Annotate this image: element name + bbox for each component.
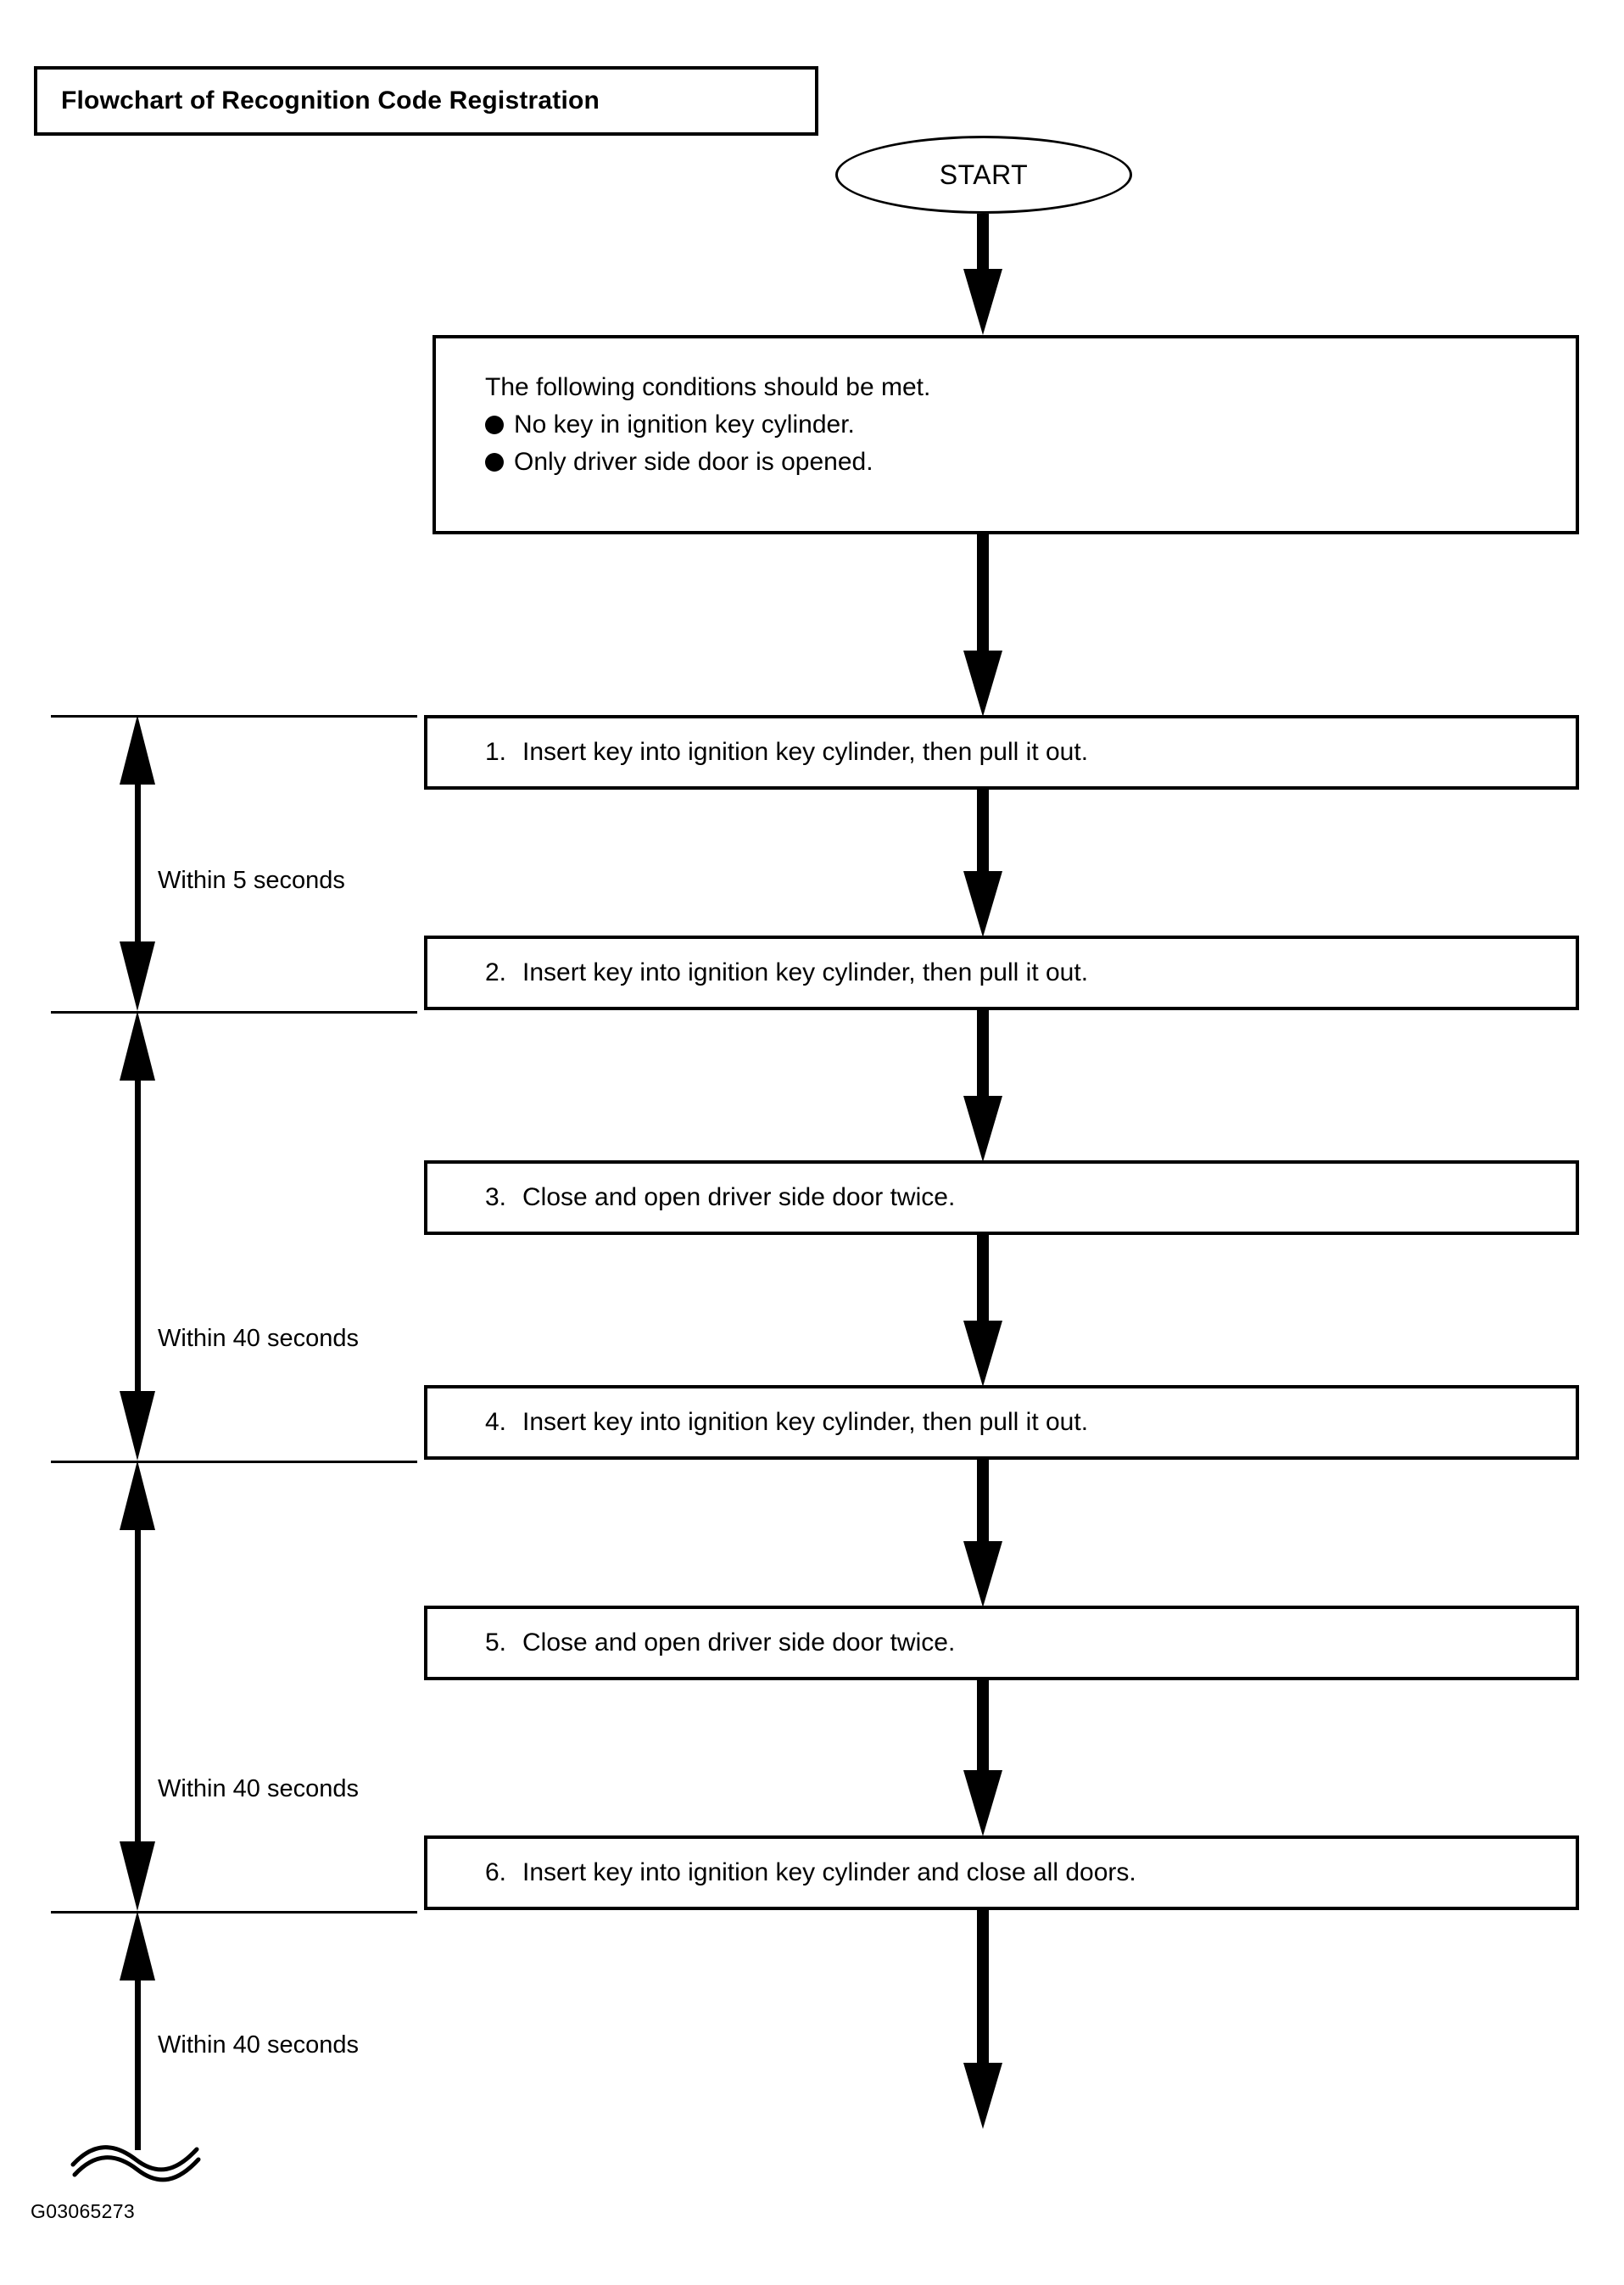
timing-tick-line-step1 xyxy=(51,715,417,718)
arrowhead-down-icon xyxy=(963,269,1002,335)
filled-circle-bullet-icon xyxy=(485,453,504,472)
arrowhead-down-icon xyxy=(120,941,155,1011)
arrowhead-down-icon xyxy=(963,1770,1002,1836)
arrowhead-down-icon xyxy=(963,2063,1002,2129)
arrowhead-up-icon xyxy=(120,1911,155,1981)
connector-shaft xyxy=(977,1910,989,2075)
start-terminator-node: START xyxy=(835,136,1132,214)
step-text-1: Insert key into ignition key cylinder, t… xyxy=(522,738,1089,766)
diagram-title-text: Flowchart of Recognition Code Registrati… xyxy=(61,87,600,115)
connector-shaft xyxy=(977,534,989,662)
timing-span-shaft xyxy=(135,1520,141,1852)
timing-label-1: Within 5 seconds xyxy=(158,867,345,894)
start-terminator-label: START xyxy=(939,159,1029,190)
connector-shaft xyxy=(977,214,989,273)
timing-tick-line-step4 xyxy=(51,1461,417,1463)
step-box-1: 1. Insert key into ignition key cylinder… xyxy=(424,715,1579,790)
preconditions-heading: The following conditions should be met. xyxy=(485,373,931,401)
step-text-4: Insert key into ignition key cylinder, t… xyxy=(522,1408,1089,1436)
step-text-2: Insert key into ignition key cylinder, t… xyxy=(522,958,1089,986)
figure-id-label: G03065273 xyxy=(31,2200,135,2222)
timing-tick-line-step6 xyxy=(51,1911,417,1913)
arrowhead-down-icon xyxy=(963,1541,1002,1607)
timing-span-shaft xyxy=(135,1070,141,1401)
filled-circle-bullet-icon xyxy=(485,416,504,435)
timing-span-shaft xyxy=(135,1970,141,2150)
timing-tick-line-step2 xyxy=(51,1011,417,1014)
step-text-5: Close and open driver side door twice. xyxy=(522,1629,956,1656)
precondition-item-2-label: Only driver side door is opened. xyxy=(514,448,873,477)
arrowhead-down-icon xyxy=(963,651,1002,717)
timing-label-4: Within 40 seconds xyxy=(158,2031,359,2059)
timing-label-3: Within 40 seconds xyxy=(158,1775,359,1802)
step-number-6: 6. xyxy=(485,1858,507,1886)
timing-label-2: Within 40 seconds xyxy=(158,1325,359,1352)
step-box-2: 2. Insert key into ignition key cylinder… xyxy=(424,936,1579,1010)
arrowhead-down-icon xyxy=(963,871,1002,937)
arrowhead-down-icon xyxy=(120,1391,155,1461)
arrowhead-up-icon xyxy=(120,1011,155,1081)
connector-shaft xyxy=(977,1235,989,1332)
connector-shaft xyxy=(977,790,989,883)
step-number-3: 3. xyxy=(485,1183,507,1211)
wavy-break-icon xyxy=(70,2137,205,2185)
connector-shaft xyxy=(977,1460,989,1553)
preconditions-box: The following conditions should be met. … xyxy=(433,335,1579,534)
precondition-item-1-label: No key in ignition key cylinder. xyxy=(514,411,855,439)
arrowhead-down-icon xyxy=(963,1096,1002,1162)
step-number-2: 2. xyxy=(485,958,507,986)
step-box-5: 5. Close and open driver side door twice… xyxy=(424,1606,1579,1680)
timing-span-shaft xyxy=(135,774,141,952)
step-text-3: Close and open driver side door twice. xyxy=(522,1183,956,1211)
step-box-4: 4. Insert key into ignition key cylinder… xyxy=(424,1385,1579,1460)
step-number-5: 5. xyxy=(485,1629,507,1656)
arrowhead-down-icon xyxy=(120,1841,155,1911)
connector-shaft xyxy=(977,1010,989,1108)
precondition-item-2: Only driver side door is opened. xyxy=(485,444,1576,481)
step-box-3: 3. Close and open driver side door twice… xyxy=(424,1160,1579,1235)
step-number-4: 4. xyxy=(485,1408,507,1436)
precondition-item-1: No key in ignition key cylinder. xyxy=(485,406,1576,444)
step-text-6: Insert key into ignition key cylinder an… xyxy=(522,1858,1136,1886)
connector-shaft xyxy=(977,1680,989,1782)
arrowhead-up-icon xyxy=(120,1461,155,1530)
step-box-6: 6. Insert key into ignition key cylinder… xyxy=(424,1835,1579,1910)
arrowhead-down-icon xyxy=(963,1321,1002,1387)
step-number-1: 1. xyxy=(485,738,507,766)
arrowhead-up-icon xyxy=(120,715,155,785)
diagram-title-box: Flowchart of Recognition Code Registrati… xyxy=(34,66,818,136)
